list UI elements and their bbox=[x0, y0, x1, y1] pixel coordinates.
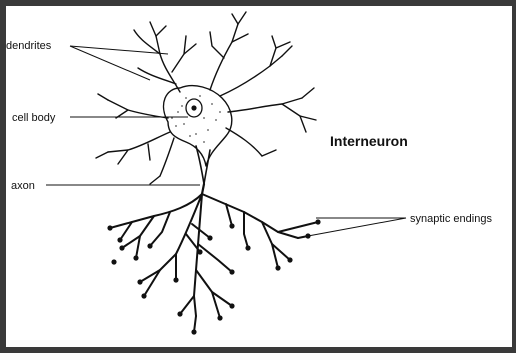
label-cell-body: cell body bbox=[12, 112, 56, 124]
label-synaptic-endings: synaptic endings bbox=[410, 213, 492, 225]
axon-trunk bbox=[196, 146, 210, 194]
label-dendrites: dendrites bbox=[6, 40, 52, 52]
interneuron-diagram: dendrites cell body axon synaptic ending… bbox=[6, 6, 512, 347]
diagram-title: Interneuron bbox=[330, 133, 408, 149]
dendrite-tree bbox=[96, 12, 316, 184]
diagram-canvas: dendrites cell body axon synaptic ending… bbox=[6, 6, 512, 347]
label-axon: axon bbox=[11, 180, 35, 192]
nucleolus bbox=[191, 105, 196, 110]
axon-terminals bbox=[110, 194, 318, 332]
